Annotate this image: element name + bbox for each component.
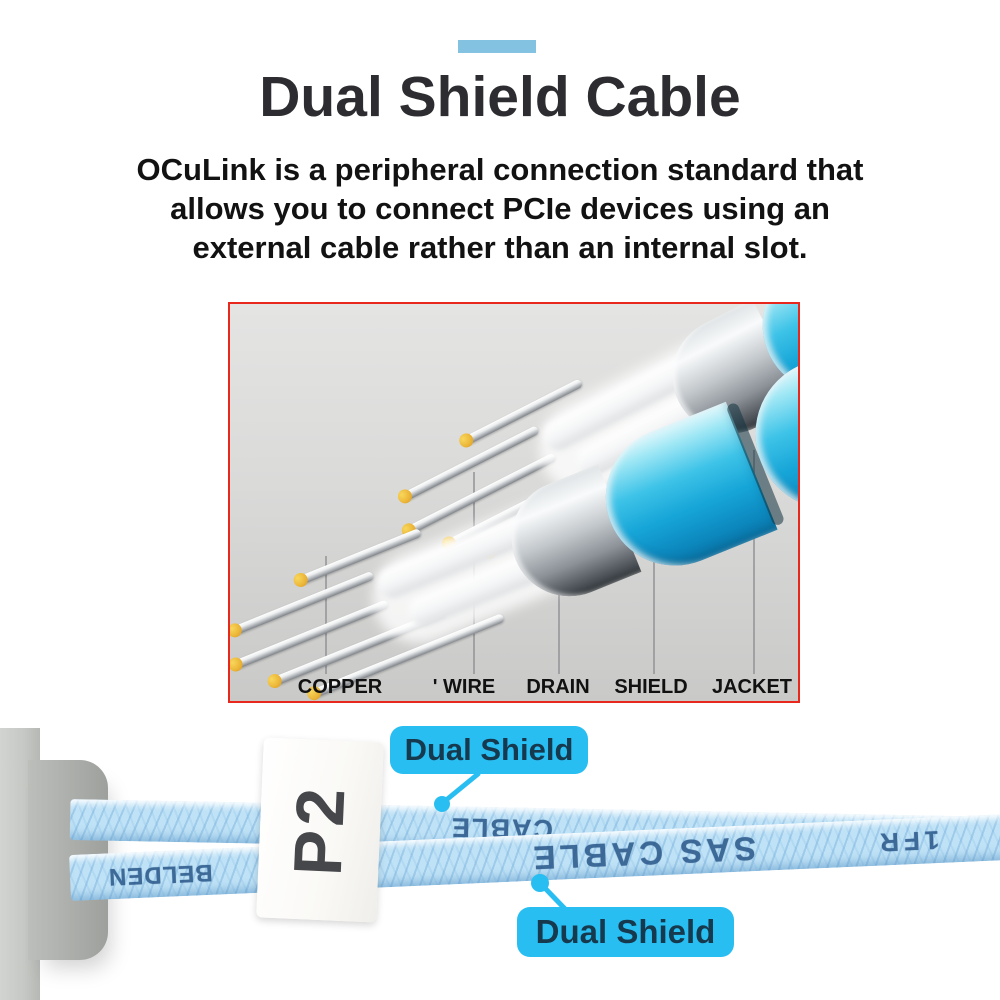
- leader-line: [442, 771, 481, 804]
- leader-line-shield: [653, 508, 655, 674]
- description-line-1: OCuLink is a peripheral connection stand…: [136, 152, 864, 187]
- copper-tip: [230, 655, 245, 674]
- page-title: Dual Shield Cable: [259, 65, 741, 129]
- leader-dot: [434, 796, 450, 812]
- description-line-2: allows you to connect PCIe devices using…: [170, 191, 830, 226]
- callout-leader-lines: [434, 771, 570, 914]
- copper-tip: [291, 570, 310, 590]
- copper-tip: [230, 621, 244, 640]
- part-label-shield: SHIELD: [614, 676, 688, 698]
- leader-line-jacket: [753, 450, 755, 674]
- copper-tip: [456, 431, 476, 450]
- leader-dot: [531, 874, 549, 892]
- part-label-drain: DRAIN: [526, 676, 590, 698]
- accent-bar: [458, 40, 536, 53]
- cable-photo: CABLE BELDEN SAS CABLE 1FR P2 Dual Shiel…: [0, 700, 1000, 1000]
- copper-tip: [395, 486, 415, 506]
- description: OCuLink is a peripheral connection stand…: [137, 150, 864, 267]
- description-line-3: external cable rather than an internal s…: [192, 230, 808, 265]
- part-label-jacket: JACKET: [711, 676, 792, 698]
- callout-dual-shield-bottom: Dual Shield: [517, 907, 734, 957]
- part-label-wire: ' WIRE: [432, 676, 496, 698]
- part-label-copper: COPPER: [297, 676, 383, 698]
- leader-line-copper: [325, 556, 327, 674]
- callout-dual-shield-top: Dual Shield: [390, 726, 588, 774]
- cable-cutaway-diagram: COPPER ' WIRE DRAIN SHIELD JACKET: [228, 302, 800, 703]
- wire-rod: [230, 599, 390, 674]
